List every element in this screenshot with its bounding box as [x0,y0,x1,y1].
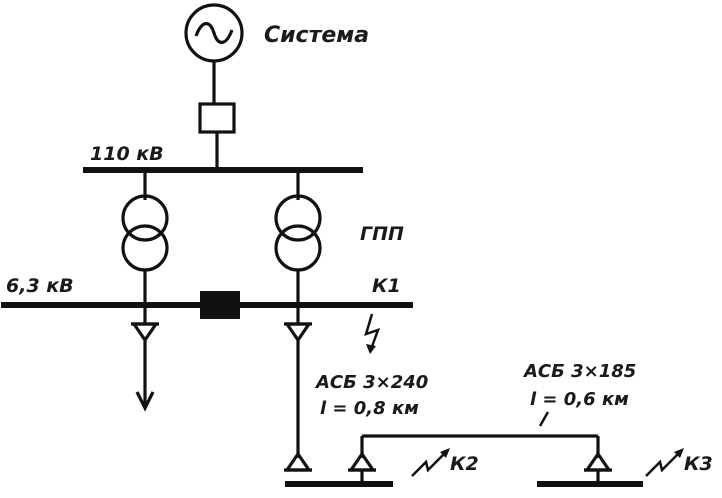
k1-fault-icon [364,313,381,354]
generator-icon [184,3,244,63]
k1-label: К1 [372,275,401,297]
cable2-length-label: l = 0,6 км [530,389,629,410]
hv-breaker-icon [198,102,236,134]
cable2-termination-left-icon [347,451,377,472]
load-arrow-icon [135,391,155,412]
cable1-type-label: АСБ 3×240 [314,372,428,393]
cable1-length-label: l = 0,8 км [320,398,419,419]
lv-bus-label: 6,3 кВ [6,275,74,297]
hv-bus-label: 110 кВ [90,143,164,165]
substation-label: ГПП [360,223,404,245]
cable2-leader-line [538,411,550,427]
right-cable-termination-bottom-icon [283,451,313,472]
cable2-termination-right-icon [583,451,613,472]
right-transformer-icon [274,194,322,272]
k2-label: К2 [450,453,479,475]
left-cable-termination-icon [130,322,160,343]
system-label: Система [264,23,369,48]
right-cable-termination-top-icon [283,322,313,343]
k3-fault-icon [645,448,684,477]
left-transformer-icon [121,194,169,272]
sectional-breaker-icon [200,291,240,319]
k3-label: К3 [684,453,713,475]
k2-fault-icon [411,448,450,477]
cable2-type-label: АСБ 3×185 [522,361,636,382]
